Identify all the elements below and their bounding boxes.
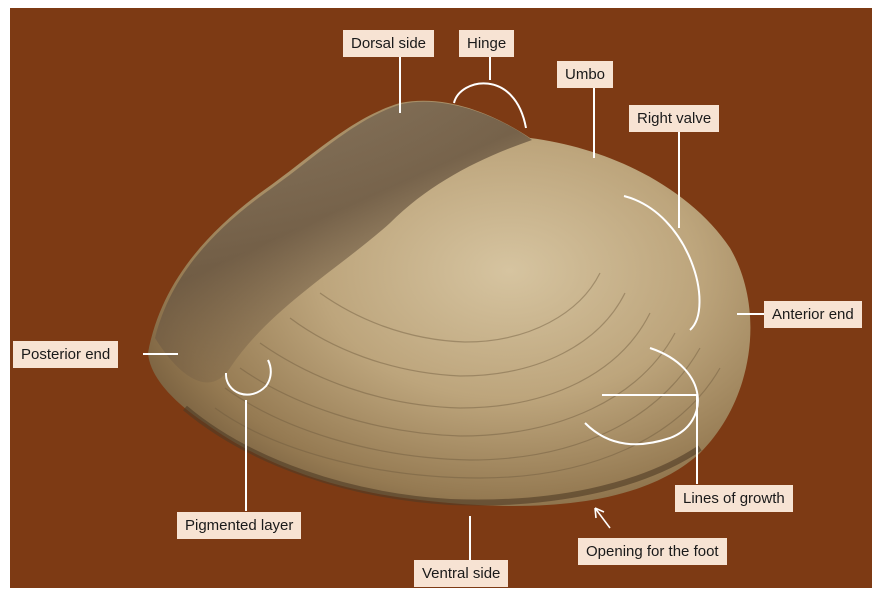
label-anterior-end: Anterior end [764,301,862,328]
label-lines-of-growth: Lines of growth [675,485,793,512]
label-hinge: Hinge [459,30,514,57]
label-posterior-end: Posterior end [13,341,118,368]
label-pigmented-layer: Pigmented layer [177,512,301,539]
label-dorsal-side: Dorsal side [343,30,434,57]
label-ventral-side: Ventral side [414,560,508,587]
label-right-valve: Right valve [629,105,719,132]
label-umbo: Umbo [557,61,613,88]
label-opening-for-the-foot: Opening for the foot [578,538,727,565]
